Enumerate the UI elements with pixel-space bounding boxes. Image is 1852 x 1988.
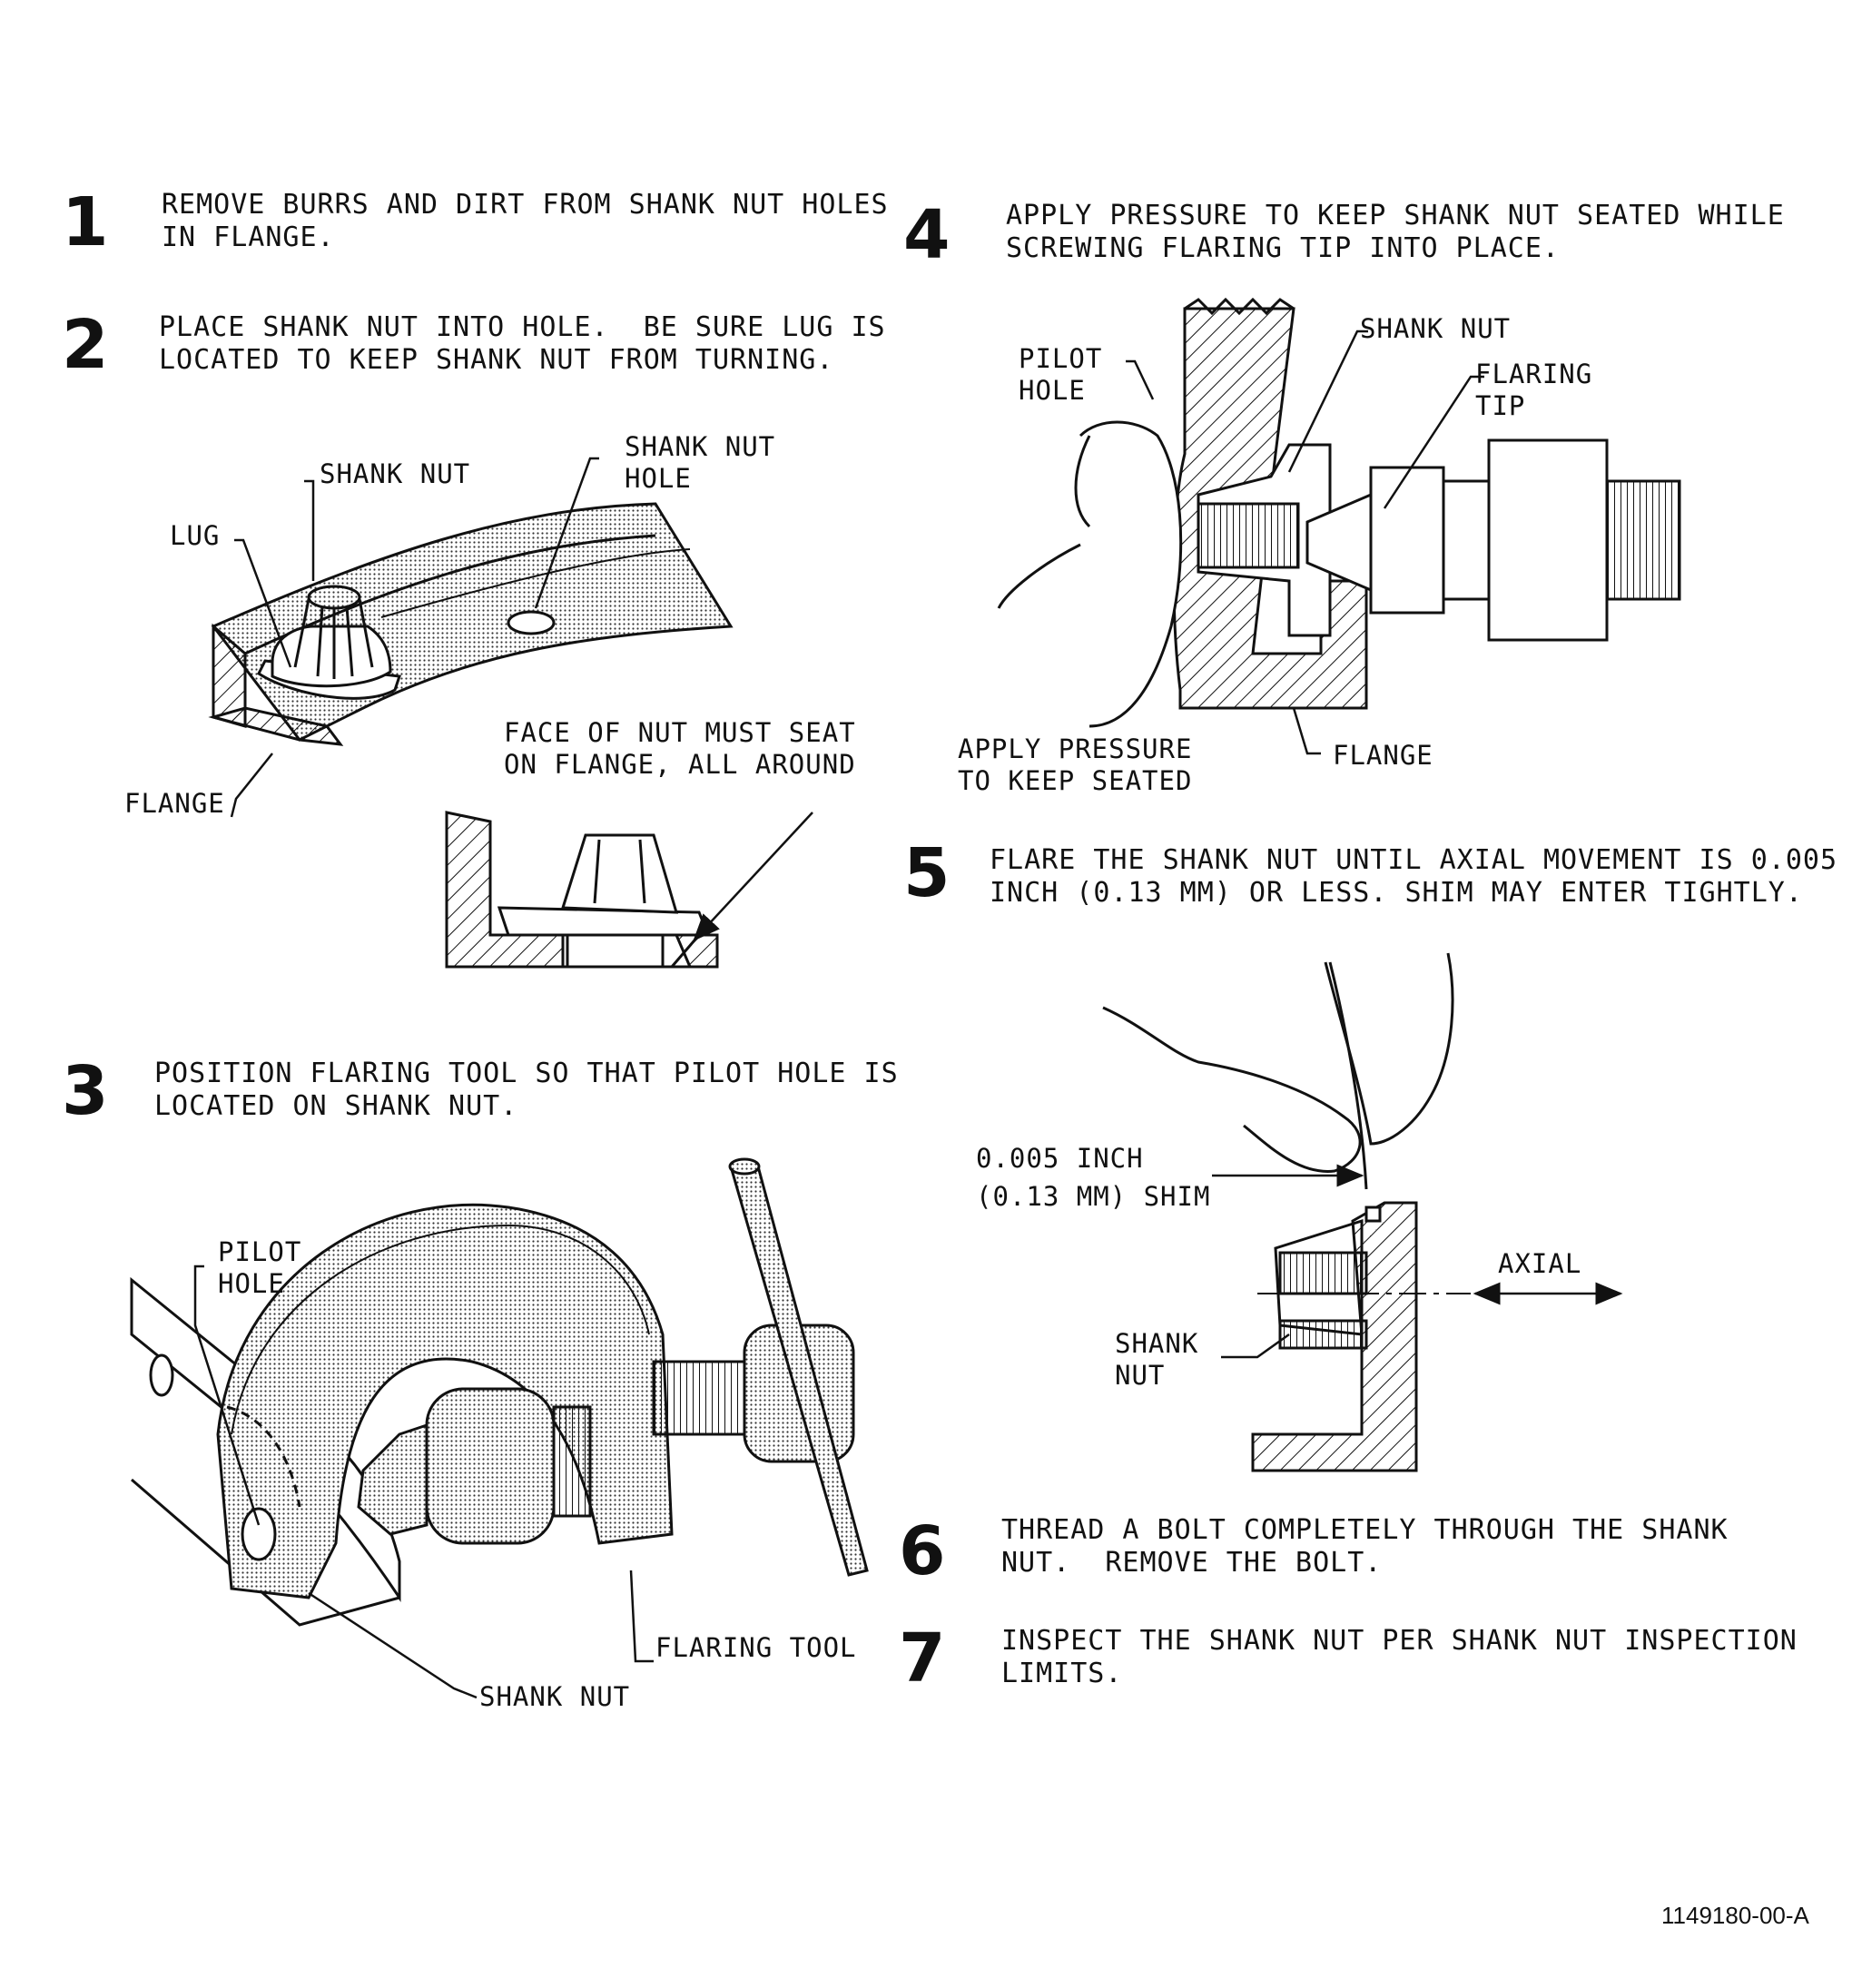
fig3-flaring-tool-label: FLARING TOOL [655,1632,857,1663]
fig5-shank-nut-label: SHANK NUT [1115,1328,1199,1391]
step-5-text: FLARE THE SHANK NUT UNTIL AXIAL MOVEMENT… [990,844,1838,909]
fig3-pilot-hole-label: PILOT HOLE [218,1236,302,1299]
step-4-number: 4 [903,196,951,274]
fig2-flange-label: FLANGE [124,788,225,819]
step-6-number: 6 [899,1512,946,1590]
step-7-text: INSPECT THE SHANK NUT PER SHANK NUT INSP… [1001,1625,1798,1689]
fig2-face-note: FACE OF NUT MUST SEAT ON FLANGE, ALL ARO… [504,717,856,780]
fig4-pilot-hole-label: PILOT HOLE [1019,343,1103,406]
fig5-axial-label: AXIAL [1498,1248,1582,1279]
document-number: 1149180-00-A [1661,1902,1809,1929]
fig4-shank-nut-label: SHANK NUT [1360,313,1512,344]
axial-shim-drawing [1102,952,1623,1472]
flaring-tip-section-drawing [997,297,1681,755]
step-3-number: 3 [62,1052,109,1130]
nut-seating-detail-drawing [445,811,813,969]
step-4-text: APPLY PRESSURE TO KEEP SHANK NUT SEATED … [1006,200,1785,264]
fig2-shank-nut-hole-label: SHANK NUT HOLE [625,431,776,494]
step-5-number: 5 [903,834,951,912]
fig3-shank-nut-label: SHANK NUT [479,1681,631,1712]
step-3-text: POSITION FLARING TOOL SO THAT PILOT HOLE… [154,1058,899,1122]
step-1-number: 1 [62,183,109,261]
step-7-number: 7 [899,1619,946,1698]
fig4-flaring-tip-label: FLARING TIP [1475,359,1593,421]
flange-with-shank-nut-drawing [208,502,734,746]
fig4-flange-label: FLANGE [1333,740,1433,771]
step-2-number: 2 [62,306,109,384]
fig4-apply-pressure-label: APPLY PRESSURE TO KEEP SEATED [958,733,1193,796]
step-2-text: PLACE SHANK NUT INTO HOLE. BE SURE LUG I… [159,311,886,376]
flaring-tool-drawing [130,1157,869,1627]
step-6-text: THREAD A BOLT COMPLETELY THROUGH THE SHA… [1001,1514,1729,1579]
fig5-shim-label: 0.005 INCH (0.13 MM) SHIM [976,1143,1211,1212]
step-1-text: REMOVE BURRS AND DIRT FROM SHANK NUT HOL… [162,189,889,253]
fig2-lug-label: LUG [170,520,221,551]
label-leader-lines [193,330,1484,1699]
fig2-shank-nut-label: SHANK NUT [320,458,471,489]
